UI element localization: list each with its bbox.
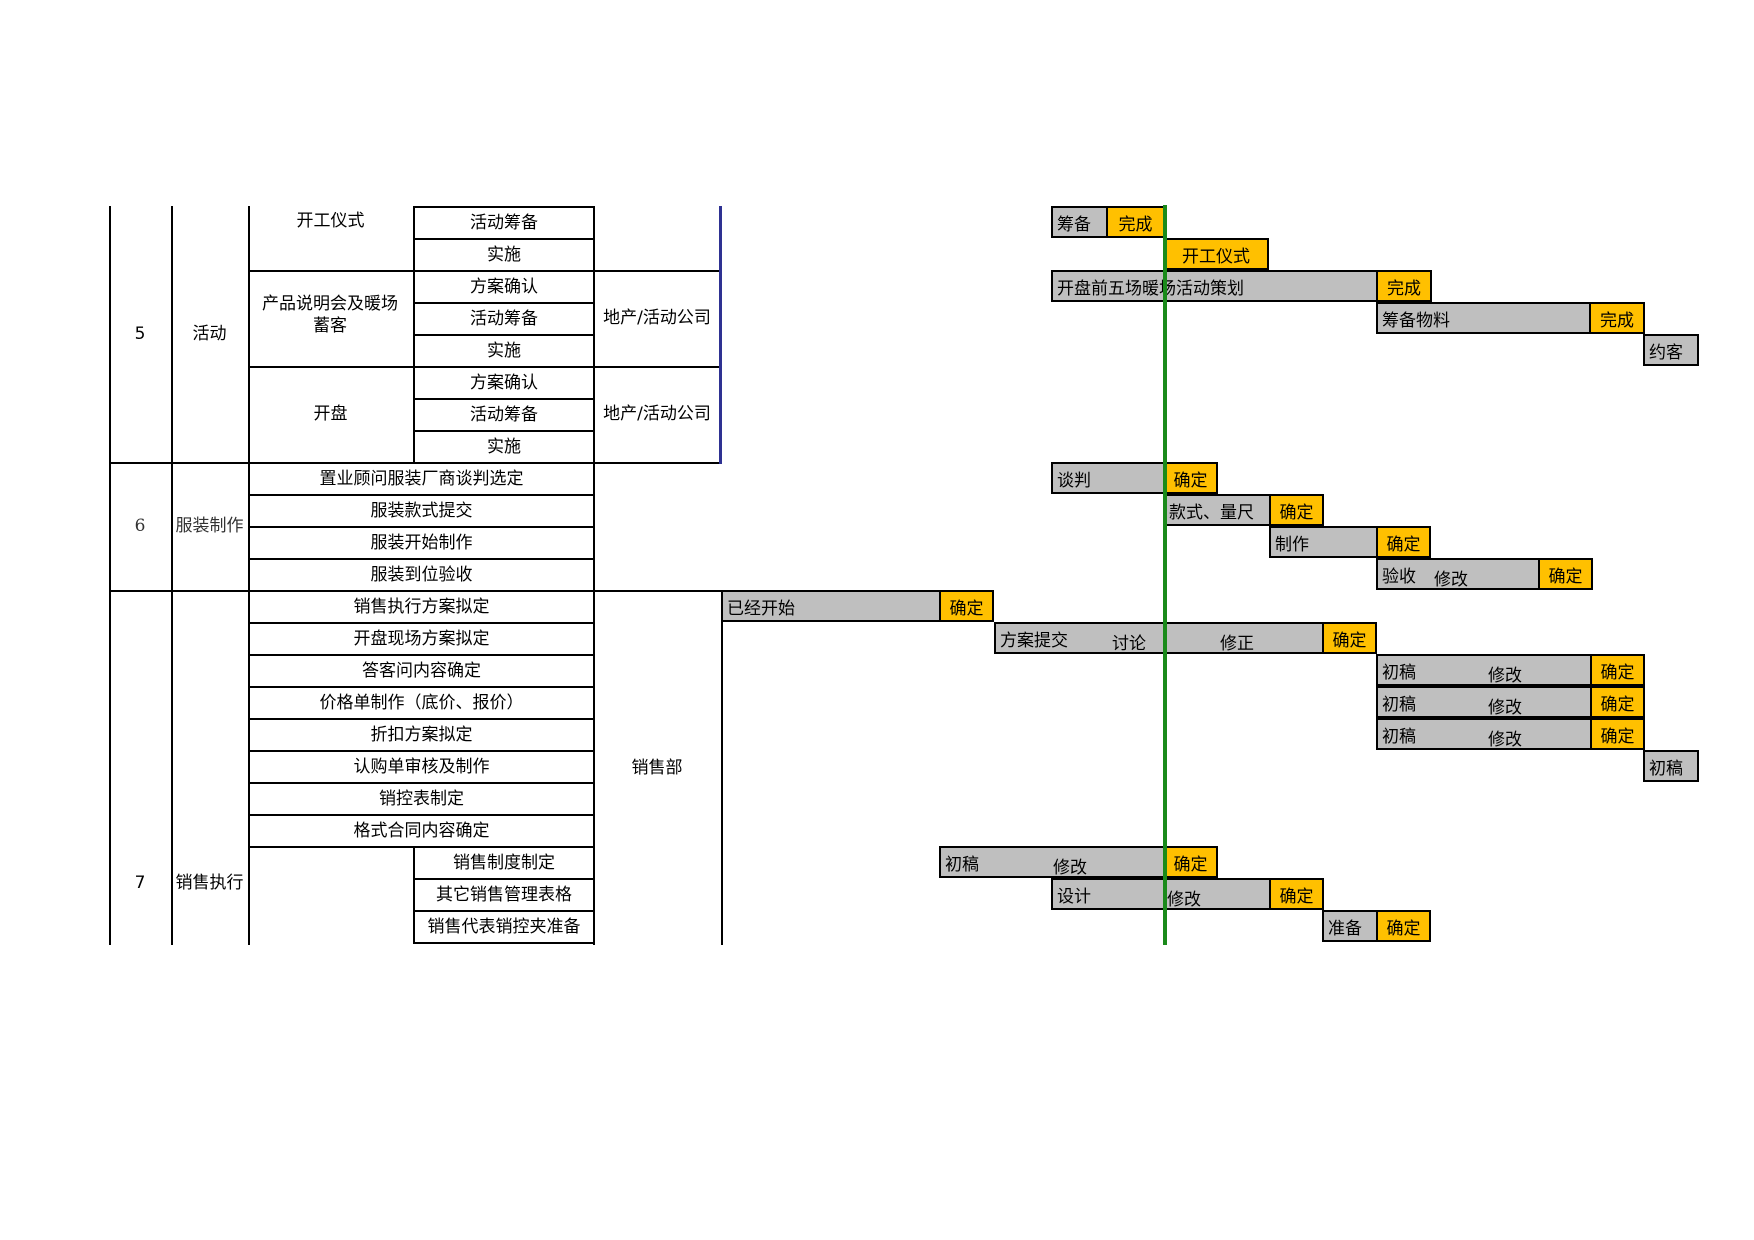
subtask-cell: 活动筹备 (413, 302, 595, 336)
section-name: 销售执行 (175, 872, 244, 893)
gantt-bar-milestone: 确定 (1538, 558, 1593, 590)
section-name: 服装制作 (175, 516, 244, 536)
gantt-bar-milestone: 确定 (1590, 718, 1645, 750)
grid-line (593, 270, 721, 272)
gantt-bar-milestone: 确定 (1590, 686, 1645, 718)
gantt-bar-milestone: 确定 (1269, 494, 1324, 526)
gantt-bar: 初稿 修改 (939, 846, 1165, 878)
gantt-bar: 初稿 修改 (1376, 686, 1592, 718)
bar-label: 修改 (1434, 570, 1468, 590)
grid-line (109, 206, 111, 945)
gantt-bar-milestone: 确定 (1590, 654, 1645, 686)
gantt-bar-milestone: 确定 (939, 590, 994, 622)
group-label: 产品说明会及暖场蓄客 (262, 294, 398, 336)
subtask-cell: 销售制度制定 (413, 846, 595, 880)
owner-label: 地产/活动公司 (603, 404, 711, 424)
gantt-bar: 初稿 (1643, 750, 1699, 782)
bar-label: 修改 (1167, 890, 1201, 910)
subtask-cell: 方案确认 (413, 270, 595, 304)
task-cell: 认购单审核及制作 (248, 750, 595, 784)
task-cell: 服装款式提交 (248, 494, 595, 528)
gantt-bar: 初稿 修改 (1376, 654, 1592, 686)
gantt-bar-milestone: 完成 (1376, 270, 1432, 302)
owner-label: 销售部 (631, 757, 683, 778)
gantt-bar-milestone: 完成 (1106, 206, 1165, 238)
bar-label: 修改 (1488, 666, 1522, 686)
group-label: 开盘 (313, 404, 348, 424)
subtask-cell: 销售代表销控夹准备 (413, 910, 595, 944)
bar-label: 初稿 (1382, 694, 1416, 715)
gantt-bar-milestone: 确定 (1322, 622, 1377, 654)
grid-line (171, 206, 173, 945)
task-cell: 销控表制定 (248, 782, 595, 816)
bar-label: 讨论 (1112, 634, 1146, 654)
gantt-bar: 制作 (1269, 526, 1378, 558)
subtask-cell: 其它销售管理表格 (413, 878, 595, 912)
task-cell: 服装开始制作 (248, 526, 595, 560)
gantt-bar: 初稿 修改 (1376, 718, 1592, 750)
task-cell: 置业顾问服装厂商谈判选定 (248, 462, 595, 496)
bar-label: 修改 (1053, 858, 1087, 878)
gantt-bar: 已经开始 (721, 590, 941, 622)
gantt-bar-milestone: 开工仪式 (1163, 238, 1269, 270)
task-cell: 答客问内容确定 (248, 654, 595, 688)
gantt-bar: 筹备物料 (1376, 302, 1591, 334)
section-number: 6 (134, 516, 146, 536)
bar-label: 设计 (1057, 886, 1091, 907)
task-cell: 折扣方案拟定 (248, 718, 595, 752)
bar-label: 修改 (1488, 730, 1522, 750)
gantt-bar: 验收 修改 (1376, 558, 1540, 590)
task-cell: 格式合同内容确定 (248, 814, 595, 848)
subtask-cell: 活动筹备 (413, 206, 595, 240)
task-cell: 销售执行方案拟定 (248, 590, 595, 624)
grid-line (248, 270, 413, 272)
section-number: 7 (134, 872, 146, 893)
gantt-bar-milestone: 确定 (1269, 878, 1324, 910)
grid-line (248, 366, 413, 368)
section-number: 5 (134, 324, 146, 344)
subtask-cell: 实施 (413, 430, 595, 464)
gantt-bar: 开盘前五场暖场活动策划 (1051, 270, 1378, 302)
task-cell: 开盘现场方案拟定 (248, 622, 595, 656)
bar-label: 方案提交 (1000, 630, 1068, 651)
owner-label: 地产/活动公司 (603, 308, 711, 328)
gantt-bar: 款式、量尺 (1163, 494, 1271, 526)
bar-label: 验收 (1382, 566, 1416, 587)
task-cell: 价格单制作（底价、报价） (248, 686, 595, 720)
gantt-bar: 筹备 (1051, 206, 1108, 238)
task-cell: 服装到位验收 (248, 558, 595, 592)
today-marker-line (1163, 205, 1167, 945)
subtask-cell: 实施 (413, 238, 595, 272)
bar-label: 初稿 (1382, 726, 1416, 747)
gantt-bar-milestone: 确定 (1376, 910, 1431, 942)
bar-label: 修改 (1488, 698, 1522, 718)
section-divider-line (719, 206, 722, 464)
gantt-bar: 准备 (1322, 910, 1378, 942)
subtask-cell: 活动筹备 (413, 398, 595, 432)
grid-line (721, 590, 723, 945)
gantt-bar-milestone: 完成 (1589, 302, 1645, 334)
gantt-bar-milestone: 确定 (1163, 846, 1218, 878)
bar-label: 初稿 (1382, 662, 1416, 683)
bar-label: 修正 (1220, 634, 1254, 654)
subtask-cell: 方案确认 (413, 366, 595, 400)
gantt-bar: 方案提交 讨论 修正 (994, 622, 1324, 654)
gantt-bar: 约客 (1643, 334, 1699, 366)
gantt-bar-milestone: 确定 (1163, 462, 1218, 494)
grid-line (593, 366, 721, 368)
section-name: 活动 (192, 324, 227, 344)
gantt-bar-milestone: 确定 (1376, 526, 1431, 558)
bar-label: 初稿 (945, 854, 979, 875)
gantt-bar: 谈判 (1051, 462, 1165, 494)
group-label: 开工仪式 (296, 211, 365, 231)
subtask-cell: 实施 (413, 334, 595, 368)
gantt-bar: 设计 修改 (1051, 878, 1271, 910)
